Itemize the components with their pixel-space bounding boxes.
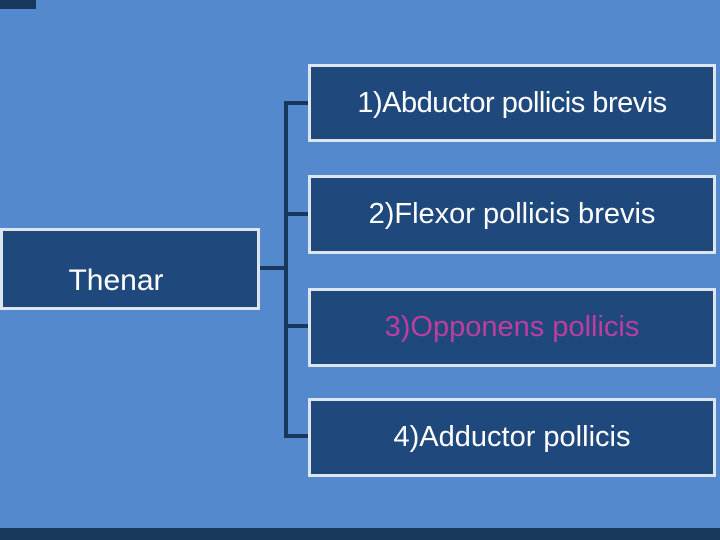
node-adductor-pollicis: 4)Adductor pollicis [308,398,716,477]
connector-root-stub [256,266,288,270]
node-abductor-label: 1)Abductor pollicis brevis [357,86,667,119]
bottom-accent-bar [0,528,720,540]
node-abductor-pollicis-brevis: 1)Abductor pollicis brevis [308,64,716,142]
connector-child3-stub [284,324,310,328]
node-opponens-label: 3)Opponens pollicis [384,311,640,343]
node-opponens-pollicis: 3)Opponens pollicis [308,288,716,367]
node-flexor-label: 2)Flexor pollicis brevis [368,198,656,230]
connector-child1-stub [284,101,310,105]
node-thenar-label: Thenar [68,264,164,297]
connector-child4-stub [284,434,310,438]
top-left-accent-bar [0,0,36,9]
node-adductor-label: 4)Adductor pollicis [393,421,631,453]
connector-child2-stub [284,212,310,216]
node-flexor-pollicis-brevis: 2)Flexor pollicis brevis [308,175,716,254]
node-thenar: Thenar [0,228,260,310]
